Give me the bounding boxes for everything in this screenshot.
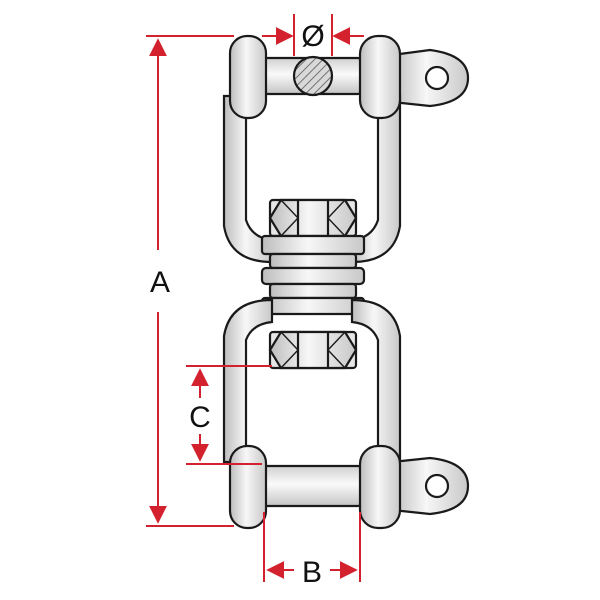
diameter-label: Ø [301, 20, 324, 53]
upper-right-pin-head [358, 34, 402, 120]
lower-shackle [222, 298, 470, 530]
width-label: B [302, 556, 322, 589]
lower-pin [260, 464, 364, 508]
lower-hex-nut [268, 330, 358, 370]
lower-right-pin-head [358, 444, 402, 530]
upper-shackle [222, 34, 470, 264]
swivel-body [260, 234, 366, 316]
dimension-lines [146, 14, 364, 582]
jaw-depth-label: C [189, 401, 211, 434]
dimension-labels: Ø A C B [150, 20, 325, 589]
lower-left-pin-head [228, 444, 268, 530]
lower-left-leg [222, 298, 274, 464]
pin-cross-section [292, 55, 334, 97]
upper-hex-nut [268, 198, 358, 238]
lower-right-leg [350, 298, 402, 464]
lower-eye-hole [424, 473, 450, 499]
upper-eye-hole [424, 65, 450, 91]
length-label: A [150, 266, 170, 299]
upper-left-pin-head [228, 34, 268, 120]
